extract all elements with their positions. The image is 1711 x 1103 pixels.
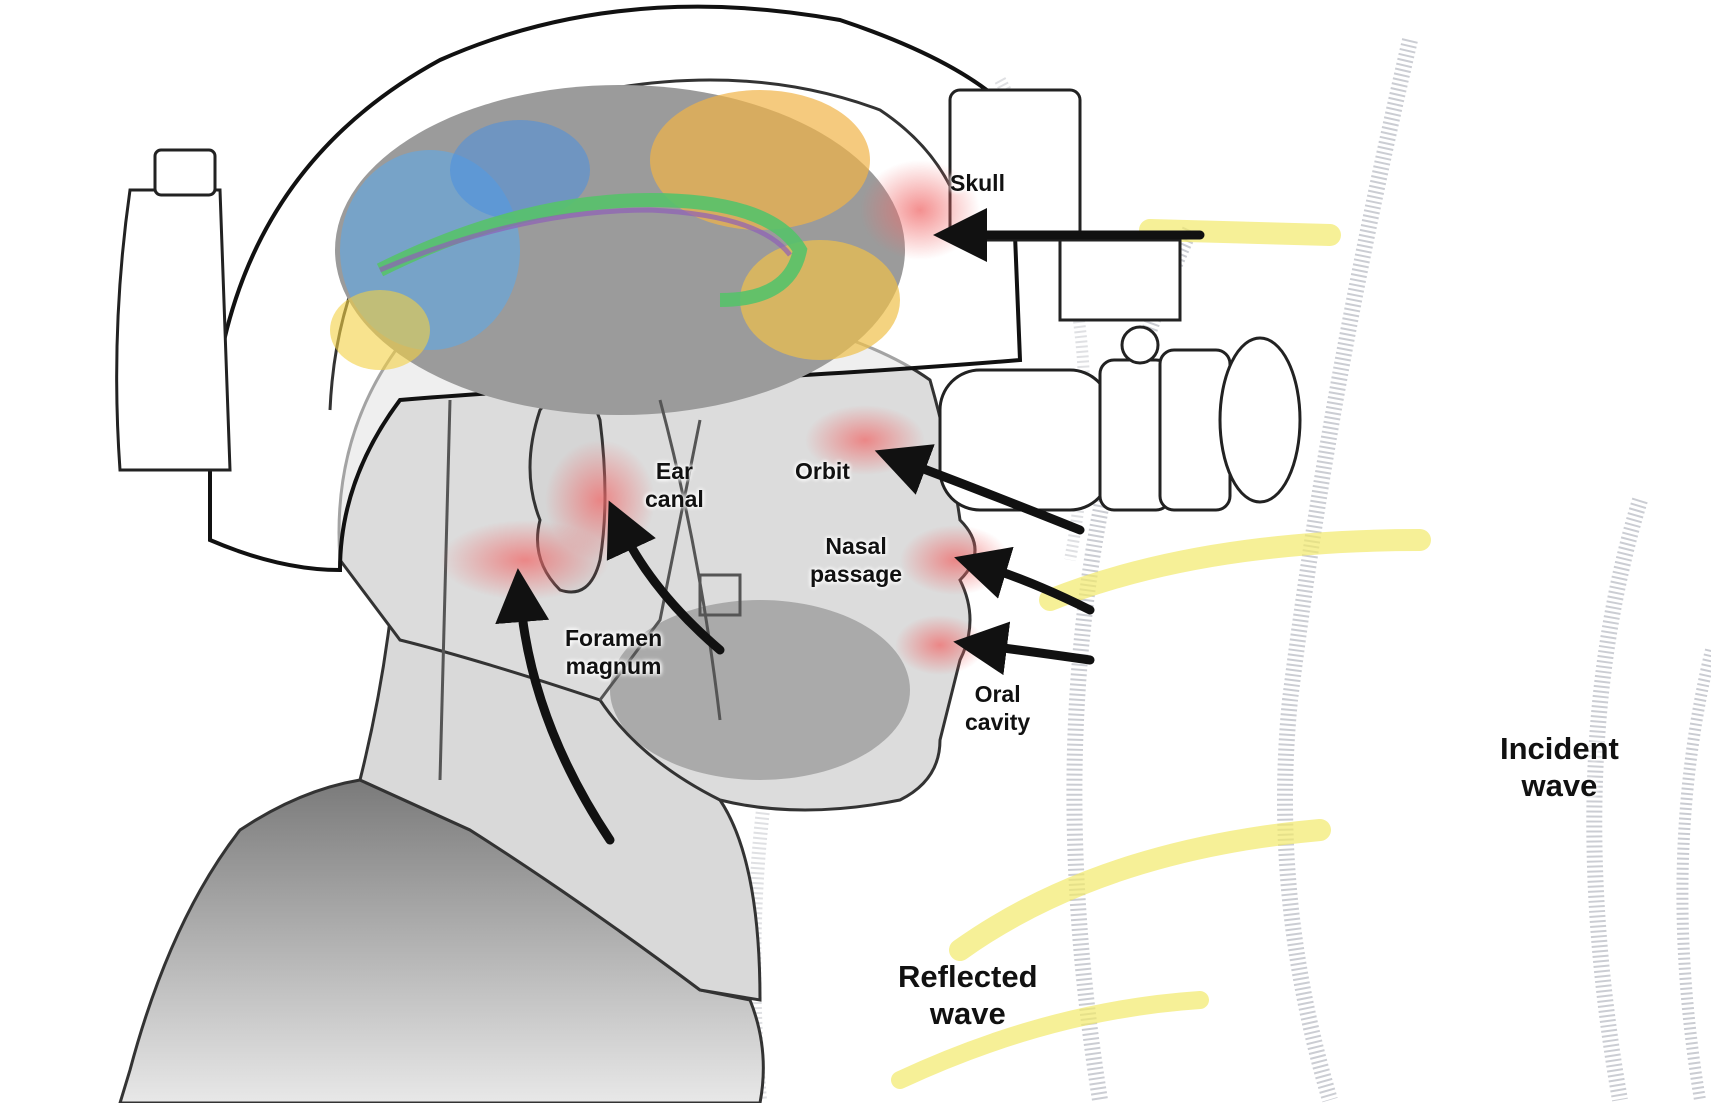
label-incident-wave: Incident wave [1500, 730, 1619, 804]
label-ear-canal: Ear canal [645, 458, 704, 513]
label-oral-cavity: Oral cavity [965, 681, 1030, 736]
helmet-battery-pack [117, 150, 230, 470]
label-foramen-magnum: Foramen magnum [565, 625, 662, 680]
label-reflected-wave: Reflected wave [898, 958, 1038, 1032]
label-orbit: Orbit [795, 458, 850, 486]
label-nasal-passage: Nasal passage [810, 533, 902, 588]
arrow-oral [980, 645, 1090, 660]
label-skull: Skull [950, 170, 1005, 198]
